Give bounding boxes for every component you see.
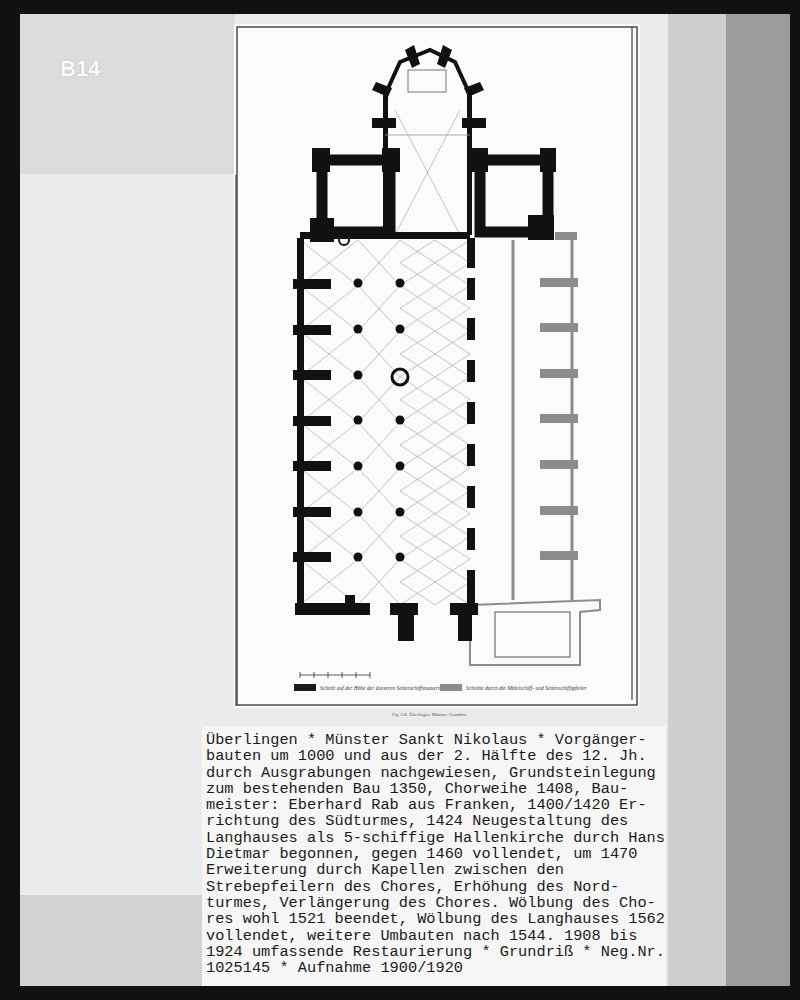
legend-text: Schnitt auf der Höhe der äusseren Seiten… [320,685,441,691]
scale-bar [300,672,370,678]
figure-caption: Fig. 150. Überlingen. Münster. Grundriss… [392,712,468,717]
legend-text: Schnitte durch die Mittelschiff- und Sei… [466,685,587,691]
pulpit [392,369,408,385]
legend-item: Schnitt auf der Höhe der äusseren Seiten… [294,684,441,691]
legend-swatch [294,684,316,691]
plan-sheet [234,24,640,708]
legend-swatch [440,684,462,691]
legend-item: Schnitte durch die Mittelschiff- und Sei… [440,684,587,691]
caption: Überlingen * Münster Sankt Nikolaus * Vo… [206,732,672,976]
plate-number: B14 [60,56,100,82]
floor-plan [293,45,600,678]
grey-strip [668,14,726,986]
